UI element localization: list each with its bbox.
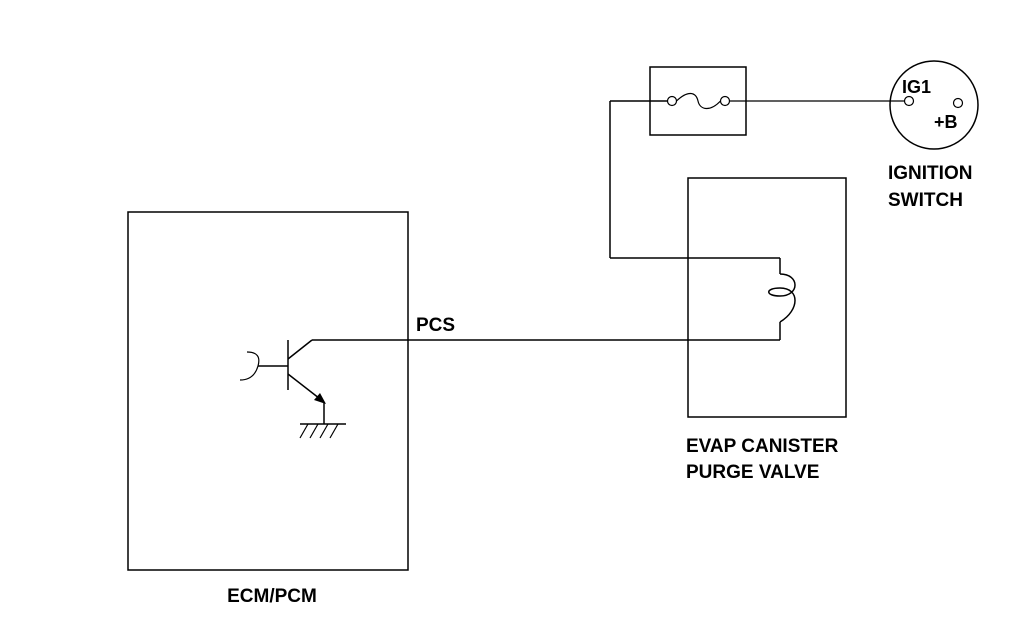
plus-b-terminal-icon xyxy=(952,97,964,109)
pcs-wire: PCS xyxy=(312,315,780,341)
pcs-label: PCS xyxy=(416,315,455,336)
switch-label-line2: SWITCH xyxy=(888,190,963,211)
fuse-to-valve-wire xyxy=(609,100,668,258)
transistor-icon xyxy=(239,339,326,424)
evap-canister-purge-valve: EVAP CANISTER PURGE VALVE xyxy=(610,177,847,483)
valve-box xyxy=(687,177,847,418)
emitter-arrow-icon xyxy=(314,393,326,404)
ignition-switch-icon xyxy=(889,60,979,150)
ig1-terminal-icon xyxy=(903,95,915,107)
ignition-switch: IG1 +B IGNITION SWITCH xyxy=(888,60,979,211)
ig1-label: IG1 xyxy=(902,77,931,97)
fuse-icon xyxy=(666,92,731,110)
switch-label-line1: IGNITION xyxy=(888,163,972,184)
ecm-pcm-module: ECM/PCM xyxy=(127,211,409,607)
solenoid-coil-icon xyxy=(610,257,796,340)
ecm-box xyxy=(127,211,409,571)
valve-label-line2: PURGE VALVE xyxy=(686,462,819,483)
ground-icon xyxy=(299,423,346,439)
valve-label-line1: EVAP CANISTER xyxy=(686,436,839,457)
plus-b-label: +B xyxy=(934,112,958,132)
ecm-label: ECM/PCM xyxy=(227,586,317,607)
